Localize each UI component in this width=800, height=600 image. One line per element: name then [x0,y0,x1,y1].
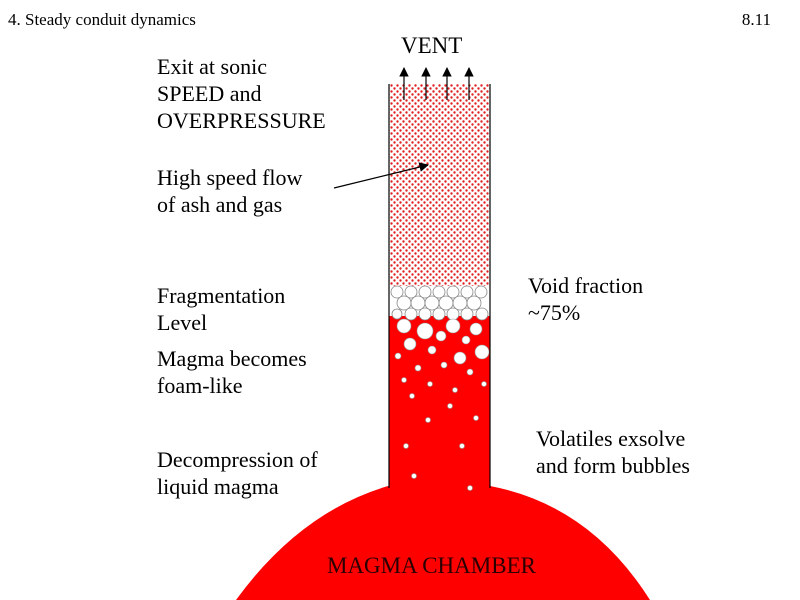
magma-bubbles [394,318,490,491]
exit-label: Exit at sonic SPEED and OVERPRESSURE [157,54,326,133]
decompression-label: Decompression of liquid magma [157,447,318,499]
vent-label: VENT [401,33,463,58]
fragmentation-level-label: Fragmentation Level [157,283,286,335]
flow-pointer-arrow [333,162,429,189]
magma-chamber [236,486,650,600]
vent-arrows [399,67,474,100]
magma-chamber-label: MAGMA CHAMBER [327,553,536,578]
slide-title: 4. Steady conduit dynamics [8,10,196,29]
ash-gas-region [389,84,490,286]
volatiles-label: Volatiles exsolve and form bubbles [536,426,690,478]
page-number: 8.11 [741,10,771,29]
void-fraction-label: Void fraction ~75% [528,273,644,325]
fragmentation-foam [390,285,489,321]
high-speed-flow-label: High speed flow of ash and gas [157,165,303,217]
foam-label: Magma becomes foam-like [157,346,307,398]
